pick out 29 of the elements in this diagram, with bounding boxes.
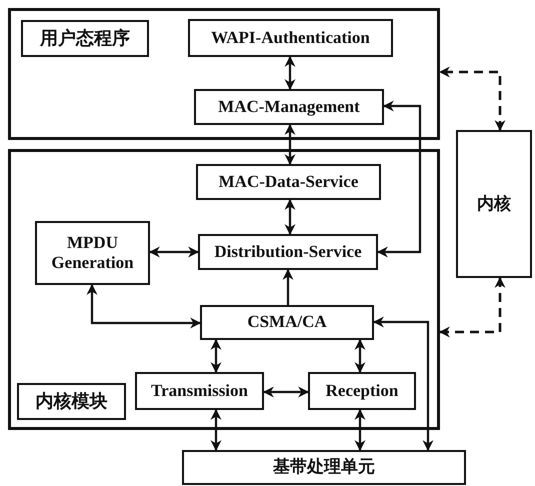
arrow bbox=[210, 408, 222, 452]
process-box: Reception bbox=[308, 372, 416, 410]
arrow bbox=[148, 246, 200, 258]
layer-frame bbox=[8, 8, 440, 140]
arrow bbox=[284, 198, 296, 236]
arrow bbox=[86, 284, 202, 328]
arrow bbox=[376, 100, 422, 258]
process-box: MPDU Generation bbox=[35, 221, 150, 285]
arrow bbox=[354, 408, 366, 452]
process-box: Distribution-Service bbox=[198, 234, 378, 270]
kernel-box: 内核 bbox=[456, 130, 532, 278]
process-box: CSMA/CA bbox=[200, 305, 374, 340]
process-box: MAC-Management bbox=[194, 89, 384, 125]
arrow bbox=[282, 268, 294, 305]
arrow bbox=[354, 338, 366, 374]
process-box: WAPI-Authentication bbox=[188, 19, 393, 57]
arrow bbox=[284, 124, 296, 166]
layer-label: 用户态程序 bbox=[21, 20, 149, 57]
layer-frame bbox=[8, 149, 440, 430]
arrow bbox=[210, 338, 222, 374]
arrow bbox=[284, 56, 296, 90]
arrow bbox=[372, 316, 434, 452]
arrow bbox=[438, 276, 506, 338]
layer-label: 内核模块 bbox=[17, 383, 126, 420]
process-box: Transmission bbox=[135, 372, 264, 410]
arrow bbox=[262, 386, 310, 398]
hardware-box: 基带处理单元 bbox=[182, 450, 466, 485]
process-box: MAC-Data-Service bbox=[196, 164, 381, 200]
arrow bbox=[438, 66, 506, 132]
